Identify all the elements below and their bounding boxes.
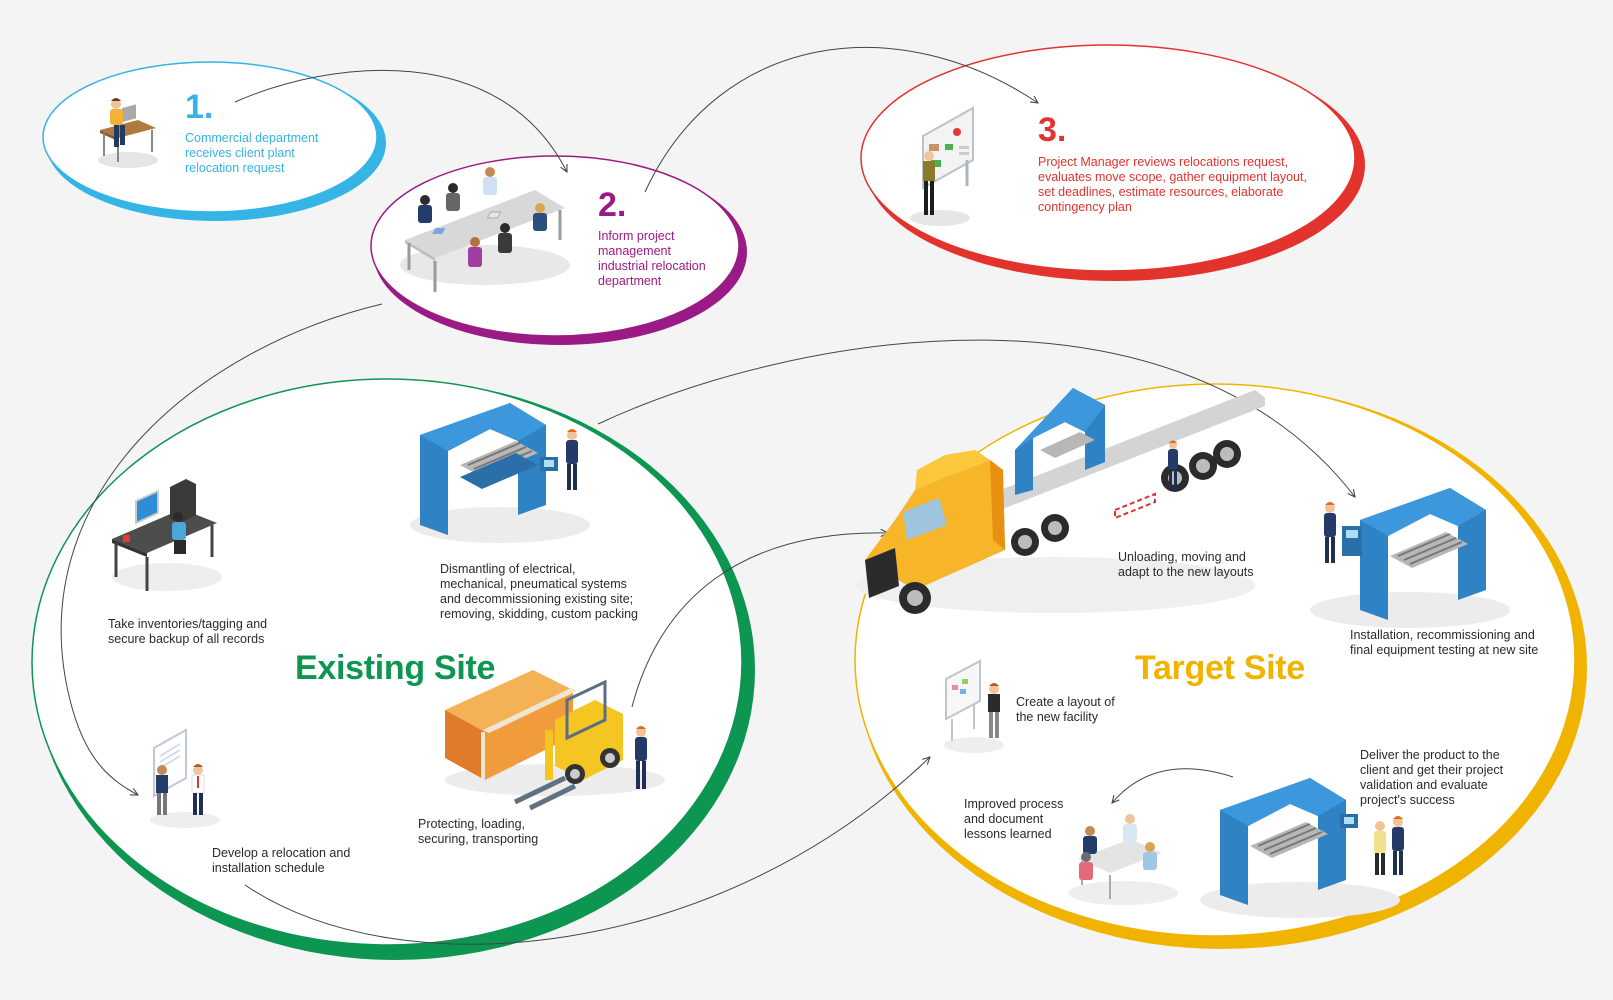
step3-ellipse [860,44,1365,281]
lessons-learned-label: Improved process and document lessons le… [964,797,1064,841]
person-at-desk-icon [98,98,158,168]
flatbed-truck-icon [855,388,1265,614]
target-site-title: Target Site [1135,649,1305,687]
arrow-step2-to-step3 [644,46,1038,193]
industrial-machine-icon [410,403,590,543]
arrow-forklift-to-truck [631,533,888,708]
protecting-label: Protecting, loading, securing, transport… [418,817,539,846]
meeting-table-icon [400,167,570,292]
presentation-board-icon [910,106,974,226]
step-1-description: Commercial department receives client pl… [185,131,319,175]
step2-ellipse [370,155,747,345]
arrow-dismantling-to-installation [597,339,1355,497]
step-3-description: Project Manager reviews relocations requ… [1038,155,1307,214]
dismantling-label: Dismantling of electrical, mechanical, p… [440,562,639,621]
layout-label: Create a layout of the new facility [1016,695,1115,724]
existing-site-title: Existing Site [295,649,496,687]
step-1-number: 1. [185,88,214,126]
inventory-label: Take inventories/tagging and secure back… [108,617,268,646]
step-2-description: Inform project management industrial rel… [598,229,706,288]
arrow-schedule-to-layout [244,757,930,945]
deliver-label: Deliver the product to the client and ge… [1360,748,1504,807]
arrow-deliver-to-lessons [1112,768,1234,803]
schedule-label: Develop a relocation and installation sc… [212,846,351,875]
layout-board-icon [944,659,1004,753]
handover-machine-icon [1200,778,1404,918]
arrow-step2-to-schedule [60,303,383,795]
computer-workstation-icon [112,479,222,591]
arrow-step1-to-step2 [234,69,567,172]
flow-connectors [60,46,1355,945]
forklift-icon [445,670,665,811]
installation-label: Installation, recommissioning and final … [1350,628,1539,657]
step1-ellipse [42,61,386,221]
team-meeting-icon [1068,814,1178,905]
installation-machine-icon [1310,488,1510,628]
planning-board-icon [150,728,220,828]
step-3-number: 3. [1038,111,1067,149]
step-2-number: 2. [598,186,627,224]
unloading-label: Unloading, moving and adapt to the new l… [1118,550,1254,579]
